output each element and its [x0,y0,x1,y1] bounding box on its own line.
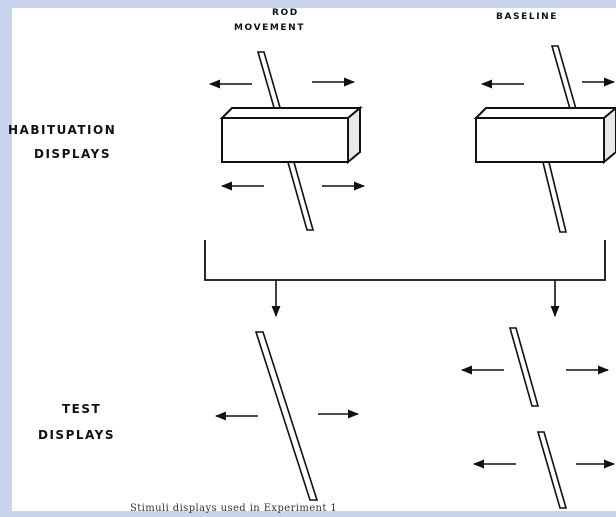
test-label-line2: DISPLAYS [38,428,115,442]
test-broken-rod-display [460,327,616,509]
figure-caption: Stimuli displays used in Experiment 1 [130,503,338,514]
habituation-rod-display [208,51,366,231]
broken-rod-lower [536,431,568,509]
broken-rod-upper [508,327,540,407]
baseline-rod-upper [550,45,580,117]
test-complete-rod-display [214,331,360,501]
baseline-label: BASELINE [496,12,559,22]
movement-label: MOVEMENT [234,23,306,33]
occluder-box [219,105,363,165]
habituation-label-line1: HABITUATION [8,123,117,137]
habituation-label-line2: DISPLAYS [34,147,111,161]
complete-rod [254,331,319,501]
rod-label-line1: ROD [272,8,299,18]
test-label-line1: TEST [62,402,102,416]
baseline-occluder-box [473,106,616,165]
bracket-connector [204,240,606,281]
habituation-baseline-display [473,45,616,233]
